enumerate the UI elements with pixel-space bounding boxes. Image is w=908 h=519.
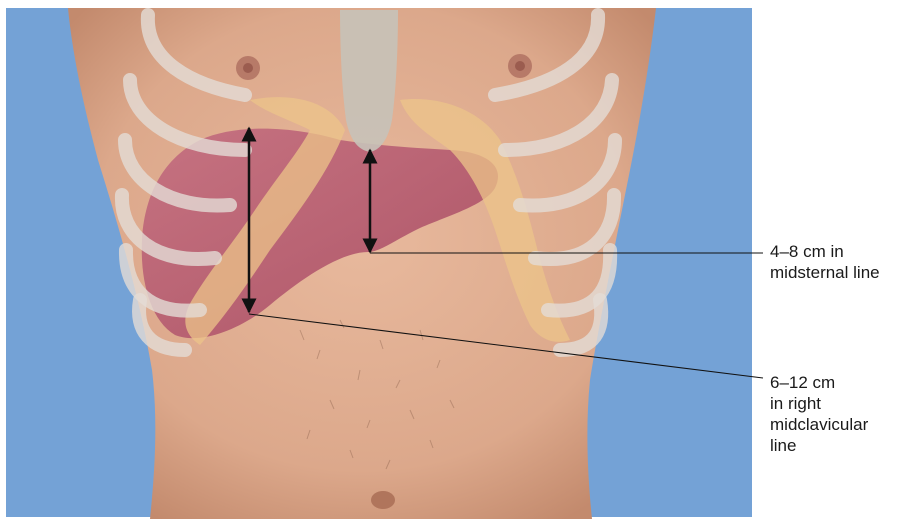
midclavicular-measurement-label: 6–12 cm in right midclavicular line bbox=[770, 372, 868, 456]
midsternal-measurement-label: 4–8 cm in midsternal line bbox=[770, 241, 880, 283]
midclavicular-label-line-3: midclavicular bbox=[770, 414, 868, 435]
navel bbox=[371, 491, 395, 509]
midsternal-label-line-2: midsternal line bbox=[770, 262, 880, 283]
midclavicular-label-line-2: in right bbox=[770, 393, 868, 414]
midsternal-label-line-1: 4–8 cm in bbox=[770, 241, 880, 262]
midclavicular-label-line-4: line bbox=[770, 435, 868, 456]
midclavicular-label-line-1: 6–12 cm bbox=[770, 372, 868, 393]
